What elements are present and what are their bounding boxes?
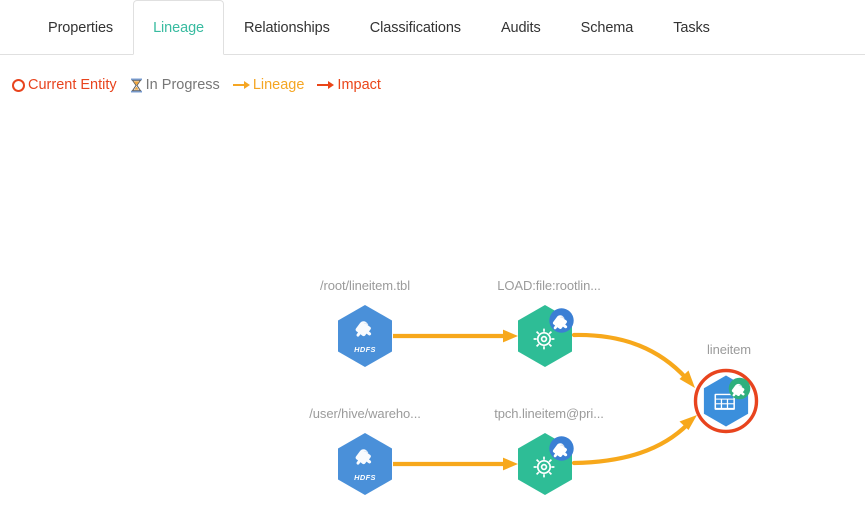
lineage-edges: [393, 329, 697, 471]
tab-properties-label: Properties: [48, 20, 114, 36]
legend-in-progress-label: In Progress: [145, 77, 220, 93]
legend-current-entity-label: Current Entity: [28, 77, 117, 93]
graph-node-label-process-2: tpch.lineitem@pri...: [494, 406, 604, 421]
hive-badge-icon: [728, 377, 751, 400]
tab-schema-label: Schema: [580, 20, 634, 36]
edge-process2-to-table1: [571, 415, 697, 466]
lineage-nodes: [338, 304, 759, 496]
tab-audits[interactable]: Audits: [481, 0, 561, 55]
hourglass-icon: [130, 78, 143, 93]
lineage-graph-canvas[interactable]: HDFS: [0, 100, 865, 511]
arrow-right-icon-lineage: [232, 79, 250, 91]
tab-classifications-label: Classifications: [369, 20, 461, 36]
legend-item-lineage: Lineage: [232, 77, 305, 93]
tab-tasks[interactable]: Tasks: [653, 0, 730, 55]
lineage-legend: Current Entity In Progress Lineage: [12, 74, 381, 96]
tab-bar-divider: [0, 54, 865, 55]
lineage-graph-svg: HDFS: [338, 304, 759, 496]
graph-node-label-hdfs-1: /root/lineitem.tbl: [320, 278, 410, 293]
tab-properties[interactable]: Properties: [28, 0, 133, 55]
tab-schema[interactable]: Schema: [561, 0, 654, 55]
legend-item-in-progress: In Progress: [130, 77, 220, 93]
graph-node-process-1[interactable]: [517, 304, 574, 368]
tab-audits-label: Audits: [500, 20, 541, 36]
graph-node-hdfs-2[interactable]: [338, 433, 392, 495]
edge-hdfs2-to-process2: [393, 457, 518, 471]
hive-badge-icon: [549, 308, 574, 333]
edge-process1-to-table1: [571, 332, 695, 388]
graph-node-label-table-1: lineitem: [707, 342, 751, 357]
tab-lineage[interactable]: Lineage: [133, 0, 225, 55]
entity-tab-bar: Properties Lineage Relationships Classif…: [0, 0, 865, 55]
legend-item-current-entity: Current Entity: [12, 77, 117, 93]
graph-node-label-hdfs-2: /user/hive/wareho...: [309, 406, 421, 421]
graph-node-process-2[interactable]: [517, 432, 574, 496]
graph-node-table-1[interactable]: [693, 368, 759, 434]
tab-classifications[interactable]: Classifications: [350, 0, 481, 55]
tab-lineage-label: Lineage: [153, 19, 205, 36]
tab-relationships[interactable]: Relationships: [224, 0, 350, 55]
edge-hdfs1-to-process1: [393, 329, 518, 343]
legend-impact-label: Impact: [337, 77, 381, 93]
tab-relationships-label: Relationships: [244, 20, 330, 36]
hive-badge-icon: [549, 436, 574, 461]
legend-item-impact: Impact: [317, 77, 381, 93]
graph-node-label-process-1: LOAD:file:rootlin...: [497, 278, 601, 293]
legend-lineage-label: Lineage: [252, 77, 305, 93]
tab-list: Properties Lineage Relationships Classif…: [28, 0, 730, 55]
tab-tasks-label: Tasks: [673, 20, 710, 36]
circle-outline-icon: [12, 78, 25, 92]
graph-node-hdfs-1[interactable]: [338, 305, 392, 367]
arrow-right-icon-impact: [317, 79, 335, 91]
